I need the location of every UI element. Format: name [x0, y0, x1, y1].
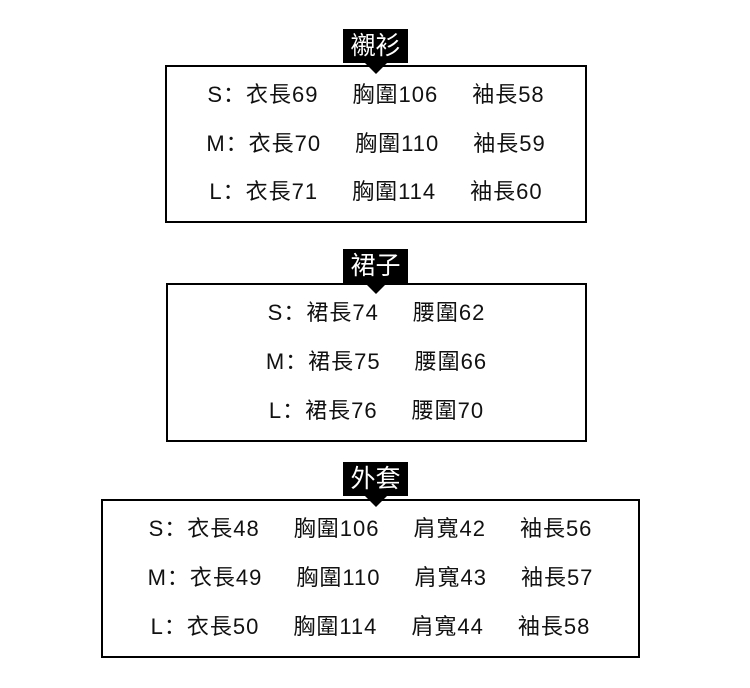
- skirt-label-tab: 裙子: [343, 249, 408, 294]
- skirt-size-table: S：裙長74 腰圍62 M：裙長75 腰圍66 L：裙長76 腰圍70: [166, 283, 587, 442]
- size-value: 肩寬44: [411, 614, 484, 640]
- size-row-m: M：裙長75 腰圍66: [266, 349, 487, 375]
- size-value: 腰圍62: [412, 300, 486, 326]
- size-value: L：衣長71: [209, 179, 319, 205]
- size-value: 胸圍106: [293, 516, 380, 542]
- size-value: 袖長59: [473, 130, 546, 156]
- size-row-l: L：裙長76 腰圍70: [269, 398, 484, 424]
- size-value: 腰圍70: [411, 398, 485, 424]
- shirt-size-table: S：衣長69 胸圍106 袖長58 M：衣長70 胸圍110 袖長59 L：衣長…: [165, 65, 587, 223]
- size-value: 袖長56: [519, 516, 593, 542]
- size-value: 胸圍106: [352, 82, 439, 108]
- size-value: S：衣長48: [148, 516, 260, 542]
- size-value: 肩寬43: [414, 565, 487, 591]
- jacket-label-tab: 外套: [343, 462, 408, 507]
- size-row-s: S：衣長69 胸圍106 袖長58: [207, 82, 544, 108]
- size-value: 胸圍114: [293, 614, 378, 640]
- jacket-label: 外套: [350, 464, 401, 493]
- size-row-l: L：衣長71 胸圍114 袖長60: [209, 179, 542, 205]
- arrow-down-icon: [364, 496, 387, 507]
- size-value: 腰圍66: [414, 349, 488, 375]
- size-row-l: L：衣長50 胸圍114 肩寬44 袖長58: [151, 614, 591, 640]
- size-value: 胸圍110: [296, 565, 381, 591]
- size-value: 袖長58: [517, 614, 591, 640]
- size-value: M：裙長75: [265, 349, 381, 375]
- size-value: M：衣長70: [206, 130, 322, 156]
- arrow-down-icon: [364, 63, 387, 74]
- size-value: 袖長57: [520, 565, 594, 591]
- size-row-m: M：衣長70 胸圍110 袖長59: [206, 131, 545, 157]
- size-row-s: S：裙長74 腰圍62: [268, 300, 486, 326]
- size-value: 肩寬42: [413, 516, 486, 542]
- size-row-m: M：衣長49 胸圍110 肩寬43 袖長57: [148, 565, 594, 591]
- size-value: 袖長60: [470, 179, 543, 205]
- skirt-label: 裙子: [350, 251, 401, 280]
- size-value: L：裙長76: [268, 398, 378, 424]
- shirt-label-tab: 襯衫: [343, 29, 408, 74]
- size-value: S：衣長69: [207, 82, 319, 108]
- size-row-s: S：衣長48 胸圍106 肩寬42 袖長56: [149, 516, 593, 542]
- size-value: 胸圍114: [352, 179, 437, 205]
- size-value: 胸圍110: [355, 130, 440, 156]
- shirt-label: 襯衫: [350, 31, 401, 60]
- size-value: 袖長58: [472, 82, 545, 108]
- jacket-size-table: S：衣長48 胸圍106 肩寬42 袖長56 M：衣長49 胸圍110 肩寬43…: [101, 499, 640, 658]
- size-value: M：衣長49: [147, 565, 263, 591]
- arrow-down-icon: [364, 283, 387, 294]
- size-value: S：裙長74: [267, 300, 379, 326]
- size-value: L：衣長50: [150, 614, 260, 640]
